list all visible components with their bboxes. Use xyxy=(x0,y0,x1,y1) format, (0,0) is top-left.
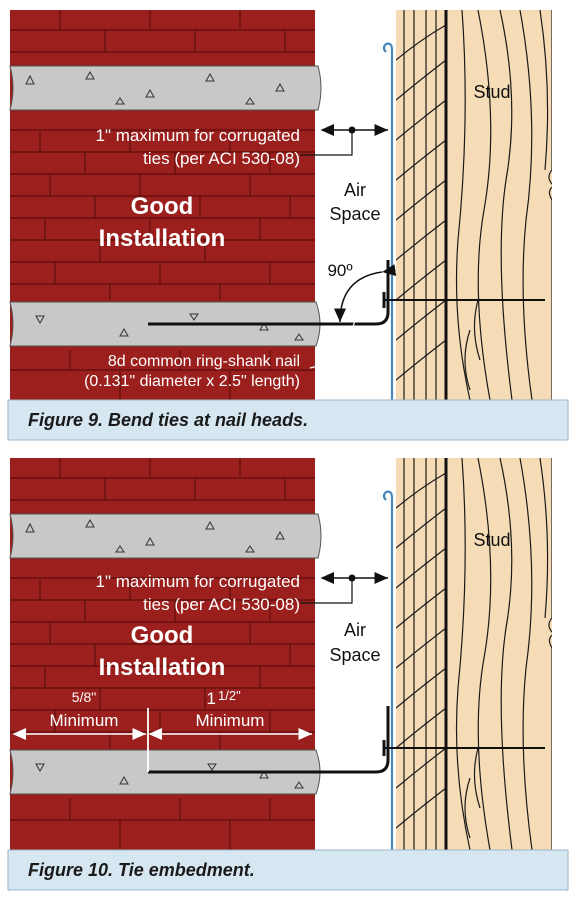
caption: Figure 9. Bend ties at nail heads. xyxy=(28,410,308,430)
min-left-fraction: 5/8" xyxy=(72,689,96,705)
caption-box xyxy=(7,399,569,441)
wood-stud xyxy=(396,10,552,400)
stud-label: Stud xyxy=(473,82,510,102)
good-title-line1: Good xyxy=(131,193,194,220)
min-right-fraction: 1/2" xyxy=(218,688,241,703)
angle-label: 90º xyxy=(327,261,352,280)
stud-label: Stud xyxy=(473,530,510,550)
min-right-label: Minimum xyxy=(196,711,265,730)
nail-leader xyxy=(309,295,383,369)
note-line2: ties (per ACI 530-08) xyxy=(143,149,300,168)
min-right-whole: 1 xyxy=(207,689,216,708)
air-space-line1: Air xyxy=(344,620,366,640)
caption: Figure 10. Tie embedment. xyxy=(28,860,255,880)
mortar-joint-upper xyxy=(9,513,322,559)
dimension-leader xyxy=(300,130,353,156)
mortar-joint-upper xyxy=(9,65,322,111)
sheathing-hook xyxy=(382,490,394,501)
note-line1: 1" maximum for corrugated xyxy=(96,572,300,591)
dimension-leader xyxy=(300,578,353,604)
angle-arc xyxy=(334,264,397,323)
nail-line2: (0.131" diameter x 2.5" length) xyxy=(84,373,300,390)
figure-9: 1" maximum for corrugated ties (per ACI … xyxy=(7,10,569,441)
air-space-line1: Air xyxy=(344,180,366,200)
figure-10: 1" maximum for corrugated ties (per ACI … xyxy=(7,458,569,891)
wall-tie xyxy=(148,706,390,774)
note-line1: 1" maximum for corrugated xyxy=(96,126,300,145)
sheathing-hook xyxy=(382,42,394,53)
good-title-line2: Installation xyxy=(99,654,226,681)
min-left-label: Minimum xyxy=(50,711,119,730)
good-title-line2: Installation xyxy=(99,225,226,252)
air-space-line2: Space xyxy=(329,204,380,224)
wood-stud xyxy=(396,458,552,850)
caption-box xyxy=(7,849,569,891)
air-space-line2: Space xyxy=(329,645,380,665)
note-line2: ties (per ACI 530-08) xyxy=(143,595,300,614)
nail-line1: 8d common ring-shank nail xyxy=(108,353,300,370)
good-title-line1: Good xyxy=(131,622,194,649)
